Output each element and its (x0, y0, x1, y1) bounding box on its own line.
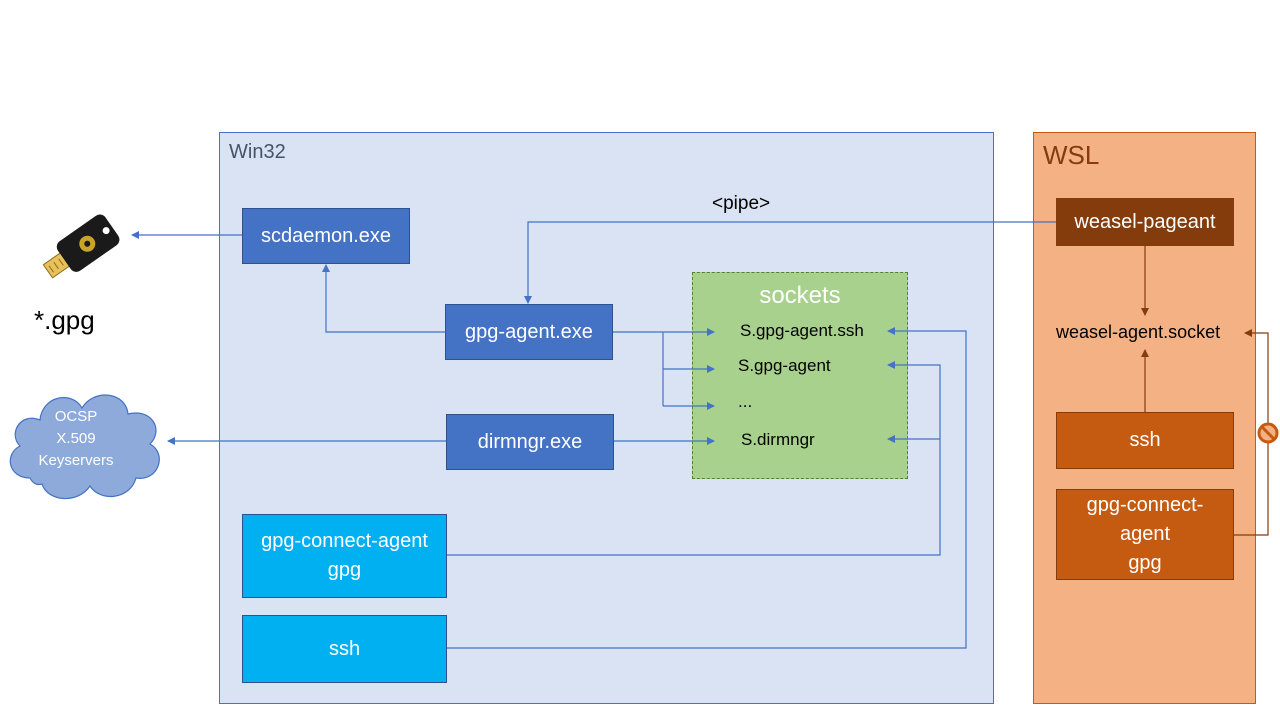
cloud-text: OCSP X.509 Keyservers (38, 408, 114, 469)
ssh-box-win32: ssh (242, 615, 447, 683)
blocked-icon (1257, 422, 1279, 444)
line-agent-to-scdaemon (322, 264, 445, 333)
line-gpgconnect-to-socket-gpg (446, 361, 941, 556)
cloud-icon (9, 394, 160, 500)
wsl-title: WSL (1043, 140, 1100, 170)
socket-gpg-agent-ssh: S.gpg-agent.ssh (740, 321, 864, 340)
gpg-file-label: *.gpg (34, 305, 95, 335)
weasel-agent-socket-label: weasel-agent.socket (1056, 322, 1221, 342)
dirmngr-box: dirmngr.exe (446, 414, 614, 470)
sockets-title: sockets (759, 282, 841, 309)
gpg-connect-agent-box: gpg-connect-agent gpg (242, 514, 447, 598)
gpg-connect-agent-box-wsl: gpg-connect- agent gpg (1056, 489, 1234, 580)
scdaemon-box: scdaemon.exe (242, 208, 410, 264)
ssh-box-wsl: ssh (1056, 412, 1234, 469)
win32-title: Win32 (229, 141, 286, 163)
sockets-group (692, 272, 908, 479)
gpg-agent-box: gpg-agent.exe (445, 304, 613, 360)
socket-ellipsis: ... (738, 392, 753, 411)
line-pageant-pipe-to-agent (524, 221, 1056, 304)
line-ssh-to-socket-ssh (446, 327, 967, 649)
pipe-label: <pipe> (712, 193, 771, 214)
socket-dirmngr: S.dirmngr (741, 430, 815, 449)
socket-gpg-agent: S.gpg-agent (738, 356, 831, 375)
security-key-icon (42, 214, 120, 279)
weasel-pageant-box: weasel-pageant (1056, 198, 1234, 246)
